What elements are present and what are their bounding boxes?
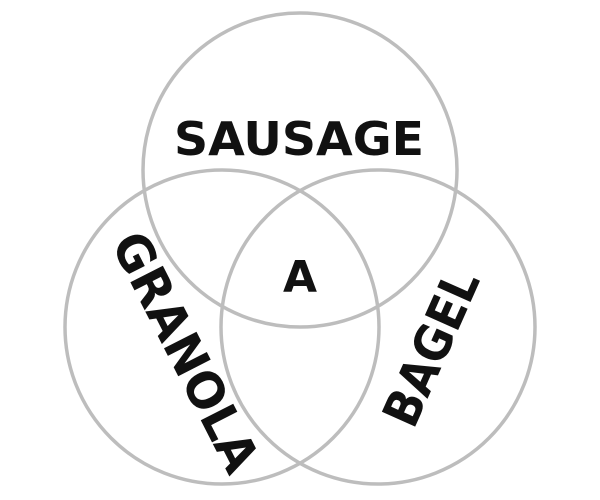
label-right-set: BAGEL [371,261,491,435]
circle-right [219,168,537,486]
label-top-set: SAUSAGE [174,112,424,166]
label-left-set: GRANOLA [100,222,271,482]
label-intersection: A [283,252,317,303]
circle-left [63,168,381,486]
circle-top [141,11,459,329]
